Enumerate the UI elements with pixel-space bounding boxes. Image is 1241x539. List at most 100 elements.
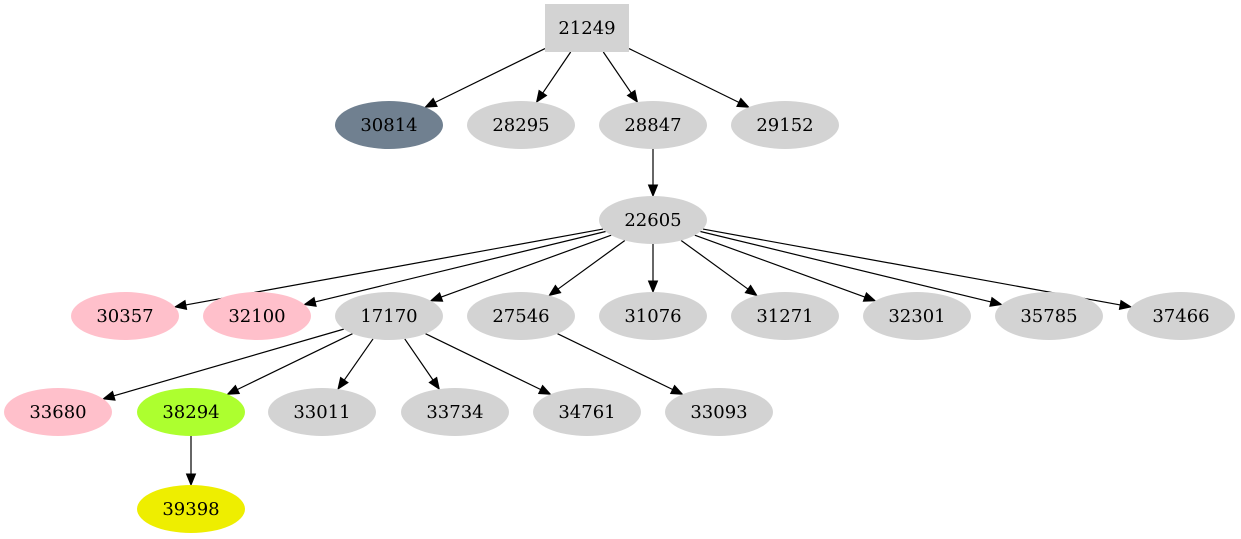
node-label: 33734: [426, 402, 483, 423]
edge-22605-32301: [694, 234, 877, 302]
node-ellipse: [335, 101, 443, 149]
node-ellipse: [599, 196, 707, 244]
nodes-layer: 21249 30814 28295 28847 29152 22605 30357 32100…: [4, 4, 1235, 533]
node-32301[interactable]: 32301: [863, 292, 971, 340]
node-31076[interactable]: 31076: [599, 292, 707, 340]
edge-17170-34761: [425, 333, 552, 395]
node-33093[interactable]: 33093: [665, 388, 773, 436]
node-39398[interactable]: 39398: [137, 485, 245, 533]
edge-line: [404, 338, 434, 381]
arrowhead: [185, 473, 197, 487]
node-ellipse: [599, 101, 707, 149]
node-label: 30357: [96, 306, 153, 327]
edge-22605-32100: [303, 230, 606, 307]
arrowhead: [647, 184, 659, 198]
node-label: 39398: [162, 499, 219, 520]
edge-line: [434, 48, 546, 103]
edge-line: [113, 328, 344, 397]
node-21249[interactable]: 21249: [545, 4, 629, 52]
node-ellipse: [467, 292, 575, 340]
arrowhead: [535, 89, 548, 104]
edge-21249-29152: [628, 48, 750, 108]
edge-line: [602, 51, 632, 94]
edge-line: [314, 230, 606, 303]
node-33680[interactable]: 33680: [4, 388, 112, 436]
edge-17170-38294: [226, 333, 353, 395]
node-label: 31076: [624, 306, 681, 327]
node-label: 32301: [888, 306, 945, 327]
edge-22605-31076: [647, 244, 659, 294]
node-label: 34761: [558, 402, 615, 423]
node-ellipse: [863, 292, 971, 340]
edge-line: [542, 51, 572, 94]
edge-28847-22605: [647, 149, 659, 198]
arrowhead: [989, 296, 1003, 307]
node-label: 38294: [162, 402, 219, 423]
arrowhead: [669, 384, 684, 395]
edge-line: [700, 230, 992, 303]
node-34761[interactable]: 34761: [533, 388, 641, 436]
edge-22605-17170: [429, 234, 612, 302]
node-label: 33680: [29, 402, 86, 423]
arrowhead: [303, 296, 317, 307]
node-29152[interactable]: 29152: [731, 101, 839, 149]
arrowhead: [173, 299, 188, 311]
node-ellipse: [1127, 292, 1235, 340]
arrowhead: [548, 284, 562, 297]
arrowhead: [736, 97, 750, 108]
edge-17170-33011: [337, 338, 374, 391]
node-ellipse: [995, 292, 1103, 340]
node-label: 28847: [624, 115, 681, 136]
arrowhead: [537, 384, 552, 395]
arrowhead: [626, 89, 639, 104]
edge-27546-33093: [557, 333, 684, 395]
edge-line: [628, 48, 740, 103]
node-33011[interactable]: 33011: [268, 388, 376, 436]
node-label: 30814: [360, 115, 417, 136]
node-ellipse: [137, 388, 245, 436]
node-ellipse: [4, 388, 112, 436]
node-label: 27546: [492, 306, 549, 327]
node-ellipse: [137, 485, 245, 533]
node-22605[interactable]: 22605: [599, 196, 707, 244]
arrowhead: [101, 390, 116, 401]
node-ellipse: [599, 292, 707, 340]
edge-22605-27546: [548, 239, 626, 297]
edge-21249-30814: [424, 48, 546, 108]
node-27546[interactable]: 27546: [467, 292, 575, 340]
node-label: 22605: [624, 210, 681, 231]
edge-22605-35785: [700, 230, 1003, 307]
node-30357[interactable]: 30357: [71, 292, 179, 340]
node-33734[interactable]: 33734: [401, 388, 509, 436]
node-31271[interactable]: 31271: [731, 292, 839, 340]
arrowhead: [1118, 299, 1133, 311]
edge-line: [680, 239, 749, 290]
arrowhead: [647, 280, 659, 294]
node-label: 32100: [228, 306, 285, 327]
edge-21249-28847: [602, 51, 639, 104]
node-38294[interactable]: 38294: [137, 388, 245, 436]
node-ellipse: [731, 292, 839, 340]
edge-38294-39398: [185, 436, 197, 487]
arrowhead: [429, 291, 444, 302]
node-35785[interactable]: 35785: [995, 292, 1103, 340]
node-label: 28295: [492, 115, 549, 136]
node-ellipse: [665, 388, 773, 436]
node-label: 31271: [756, 306, 813, 327]
node-28847[interactable]: 28847: [599, 101, 707, 149]
node-37466[interactable]: 37466: [1127, 292, 1235, 340]
node-17170[interactable]: 17170: [335, 292, 443, 340]
node-30814[interactable]: 30814: [335, 101, 443, 149]
node-ellipse: [533, 388, 641, 436]
node-label: 33093: [690, 402, 747, 423]
edge-line: [440, 234, 612, 298]
node-32100[interactable]: 32100: [203, 292, 311, 340]
node-28295[interactable]: 28295: [467, 101, 575, 149]
arrowhead: [428, 376, 440, 391]
node-ellipse: [203, 292, 311, 340]
node-label: 35785: [1020, 306, 1077, 327]
edge-line: [694, 234, 866, 298]
edge-line: [343, 338, 374, 381]
edge-22605-31271: [680, 239, 758, 297]
node-ellipse: [731, 101, 839, 149]
